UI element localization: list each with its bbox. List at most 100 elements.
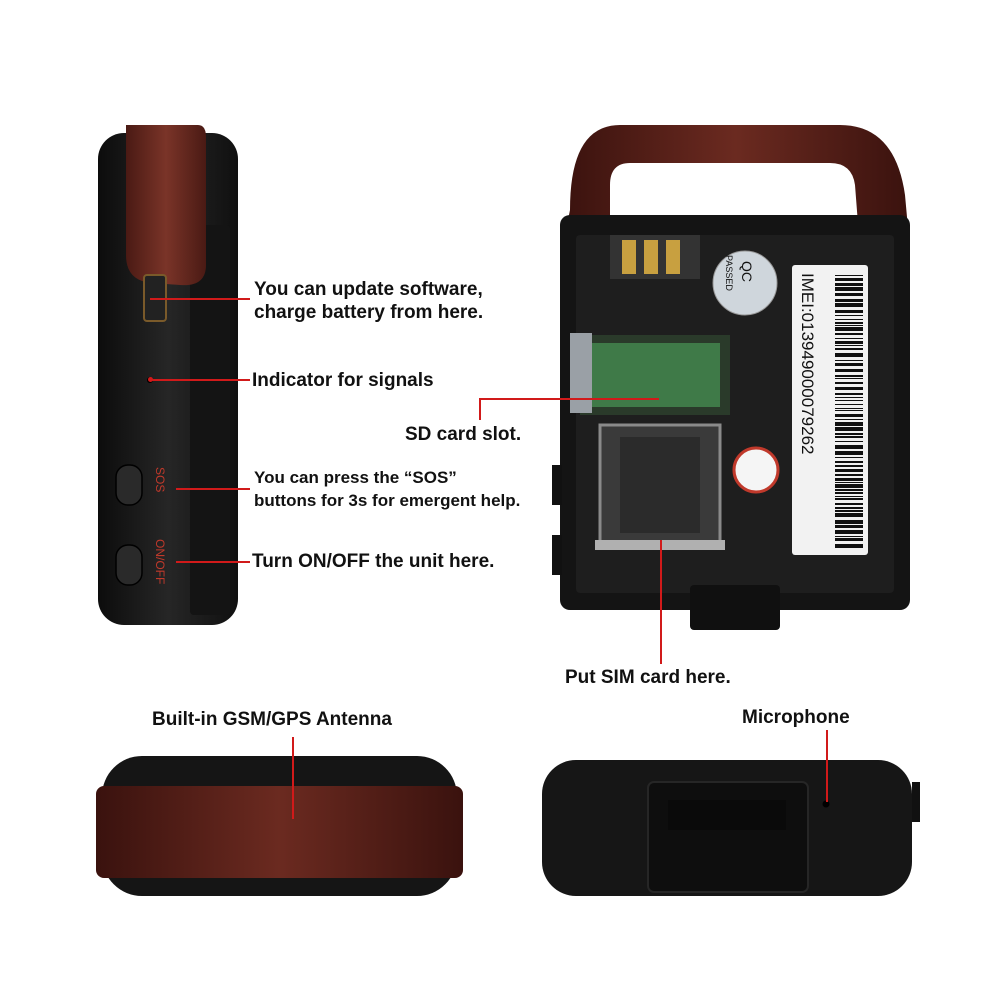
barcode-bar — [835, 341, 863, 344]
antenna-end-view — [96, 756, 463, 896]
leader-power — [176, 561, 250, 563]
side-view-device: SOS ON/OFF — [98, 125, 238, 625]
barcode-bar — [835, 327, 863, 331]
belt-clip — [647, 781, 809, 893]
leader-indicator — [152, 379, 250, 381]
barcode-bar — [835, 378, 863, 379]
barcode-bar — [835, 287, 863, 291]
barcode-bar — [835, 275, 863, 276]
sos-button — [115, 464, 143, 506]
label-sos-1: You can press the “SOS” — [254, 468, 457, 487]
barcode-bar — [835, 382, 863, 384]
barcode-bar — [835, 507, 863, 509]
barcode-bar — [835, 400, 863, 401]
leader-microphone — [826, 730, 828, 802]
label-sos-2: buttons for 3s for emergent help. — [254, 491, 521, 510]
leader-sd-h — [479, 398, 659, 400]
barcode-bar — [835, 536, 863, 537]
barcode-bar — [835, 375, 863, 377]
qc-passed-sticker: QC PASSED — [712, 250, 778, 316]
clip-tab — [690, 585, 780, 630]
barcode-bar — [835, 538, 863, 541]
barcode-bar — [835, 319, 863, 320]
svg-text:PASSED: PASSED — [724, 255, 734, 291]
barcode-bar — [835, 436, 863, 438]
barcode-bar — [835, 419, 863, 420]
inspection-stamp — [732, 446, 780, 494]
barcode-bar — [835, 457, 863, 458]
barcode-bar — [835, 404, 863, 405]
label-sd-slot: SD card slot. — [405, 424, 522, 445]
barcode-bar — [835, 283, 863, 286]
barcode-bar — [835, 333, 863, 335]
barcode-bar — [835, 513, 863, 517]
label-power: Turn ON/OFF the unit here. — [252, 551, 495, 572]
barcode-bar — [835, 510, 863, 512]
barcode-bar — [835, 461, 863, 463]
power-button — [115, 544, 143, 586]
barcode-bar — [835, 278, 863, 281]
leader-antenna — [292, 737, 294, 819]
label-usb-port: You can update software, charge battery … — [254, 279, 484, 323]
sim-card-slot — [595, 423, 725, 550]
barcode-bar — [835, 414, 863, 417]
barcode-bar — [835, 445, 863, 449]
indicator-dot — [148, 377, 153, 382]
barcode-bar — [835, 408, 863, 409]
barcode-bar — [835, 489, 863, 491]
imei-number: IMEI:013949000079262 — [798, 273, 817, 455]
barcode-bar — [835, 353, 863, 357]
strap-wrap — [96, 786, 463, 878]
barcode-bar — [835, 498, 863, 500]
strap-handle — [562, 125, 910, 250]
barcode-bar — [835, 387, 863, 390]
barcode-bar — [835, 544, 863, 548]
microphone-end-view — [542, 760, 920, 896]
sd-card-slot — [570, 333, 730, 415]
barcode-bar — [835, 469, 863, 472]
barcode-bar — [835, 310, 863, 313]
svg-text:QC: QC — [739, 261, 755, 282]
barcode-bar — [835, 474, 863, 476]
leader-sos — [176, 488, 250, 490]
label-sim-slot: Put SIM card here. — [565, 667, 731, 688]
barcode-bar — [835, 520, 863, 524]
belt-clip-strap — [126, 125, 206, 286]
barcode-bar — [835, 345, 863, 346]
barcode-bar — [835, 530, 863, 534]
barcode-bar — [835, 410, 863, 411]
barcode-bar — [835, 369, 863, 372]
label-antenna: Built-in GSM/GPS Antenna — [152, 709, 392, 730]
barcode-bar — [835, 348, 863, 350]
barcode-bar — [835, 427, 863, 431]
barcode-bar — [835, 360, 863, 361]
barcode-bar — [835, 393, 863, 395]
leader-usb — [150, 298, 250, 300]
barcode-bar — [835, 433, 863, 435]
barcode-bar — [835, 496, 863, 497]
label-microphone: Microphone — [742, 707, 850, 728]
sos-print: SOS — [153, 467, 167, 492]
barcode-bar — [835, 492, 863, 494]
barcode-bar — [835, 465, 863, 467]
barcode-bar — [835, 322, 863, 324]
microphone-hole — [822, 800, 830, 808]
barcode-bar — [835, 503, 863, 505]
barcode-bar — [835, 525, 863, 528]
leader-sd-v — [479, 398, 481, 420]
barcode-bar — [835, 478, 863, 481]
barcode-bar — [835, 422, 863, 426]
barcode-bar — [835, 363, 863, 366]
barcode-bar — [835, 397, 863, 398]
back-open-device: QC PASSED IMEI:013949000079262 — [552, 125, 910, 630]
barcode-bar — [835, 451, 863, 455]
label-indicator: Indicator for signals — [252, 370, 434, 391]
barcode-bar — [835, 315, 863, 316]
barcode-bar — [835, 482, 863, 483]
barcode-bar — [835, 293, 863, 296]
on-off-print: ON/OFF — [153, 539, 167, 584]
barcode-bar — [835, 299, 863, 302]
barcode-bar — [835, 484, 863, 488]
barcode-bar — [835, 338, 863, 339]
leader-sim — [660, 540, 662, 664]
